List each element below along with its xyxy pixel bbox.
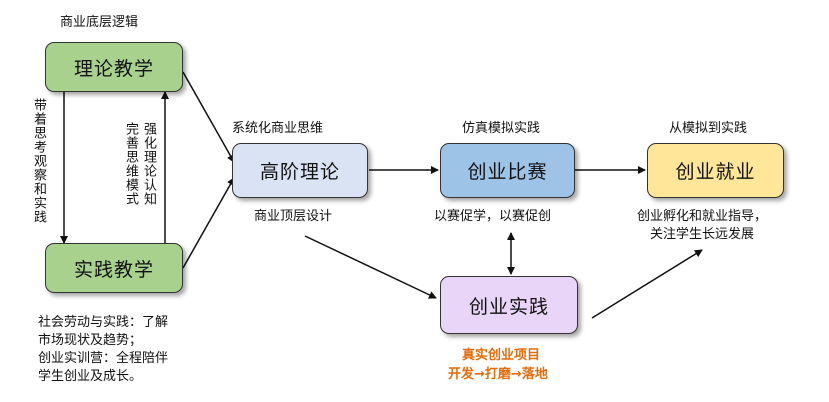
label-practice-line3: 创业实训营：全程陪伴 [38, 351, 169, 366]
node-advanced-theory: 高阶理论 [232, 143, 368, 198]
label-strengthen-theory: 强化理论认知 [141, 122, 156, 206]
node-entrepreneurship-practice-label: 创业实践 [468, 295, 549, 318]
label-incubation-line1: 创业孵化和就业指导， [637, 209, 768, 224]
node-practice-teaching-label: 实践教学 [73, 258, 154, 281]
label-practice-line2: 市场现状及趋势； [38, 333, 143, 348]
node-theory-teaching-label: 理论教学 [73, 57, 154, 80]
node-advanced-theory-label: 高阶理论 [259, 161, 340, 183]
node-practice-teaching: 实践教学 [45, 243, 183, 293]
node-employment: 创业就业 [647, 143, 784, 198]
label-practice-line4: 学生创业及成长。 [38, 369, 143, 384]
node-competition: 创业比赛 [440, 143, 575, 198]
arrow-theory-to-advanced [182, 71, 235, 163]
label-develop-flow: 开发→打磨→落地 [448, 367, 548, 382]
label-simulation-practice: 仿真模拟实践 [462, 121, 541, 136]
label-systematic-thinking: 系统化商业思维 [232, 121, 324, 136]
label-top-level-design: 商业顶层设计 [254, 209, 333, 224]
label-sim-to-practice: 从模拟到实践 [669, 121, 748, 136]
node-entrepreneurship-practice: 创业实践 [440, 276, 578, 334]
label-real-project: 真实创业项目 [462, 348, 541, 363]
label-practice-line1: 社会劳动与实践：了解 [38, 315, 169, 330]
label-competition-desc: 以赛促学，以赛促创 [434, 209, 552, 224]
label-incubation-line2: 关注学生长远发展 [650, 227, 755, 242]
arrow-entrepreneurship-to-employment [591, 249, 703, 319]
arrow-practice-to-advanced [182, 177, 235, 269]
node-competition-label: 创业比赛 [467, 161, 548, 183]
node-theory-teaching: 理论教学 [45, 42, 183, 92]
label-business-logic: 商业底层逻辑 [60, 15, 139, 30]
node-employment-label: 创业就业 [675, 161, 756, 183]
label-perfect-thinking: 完善思维模式 [123, 122, 138, 206]
label-observe-practice: 带着思考观察和实践 [31, 98, 46, 224]
arrow-advanced-to-entrepreneurship [304, 235, 437, 299]
